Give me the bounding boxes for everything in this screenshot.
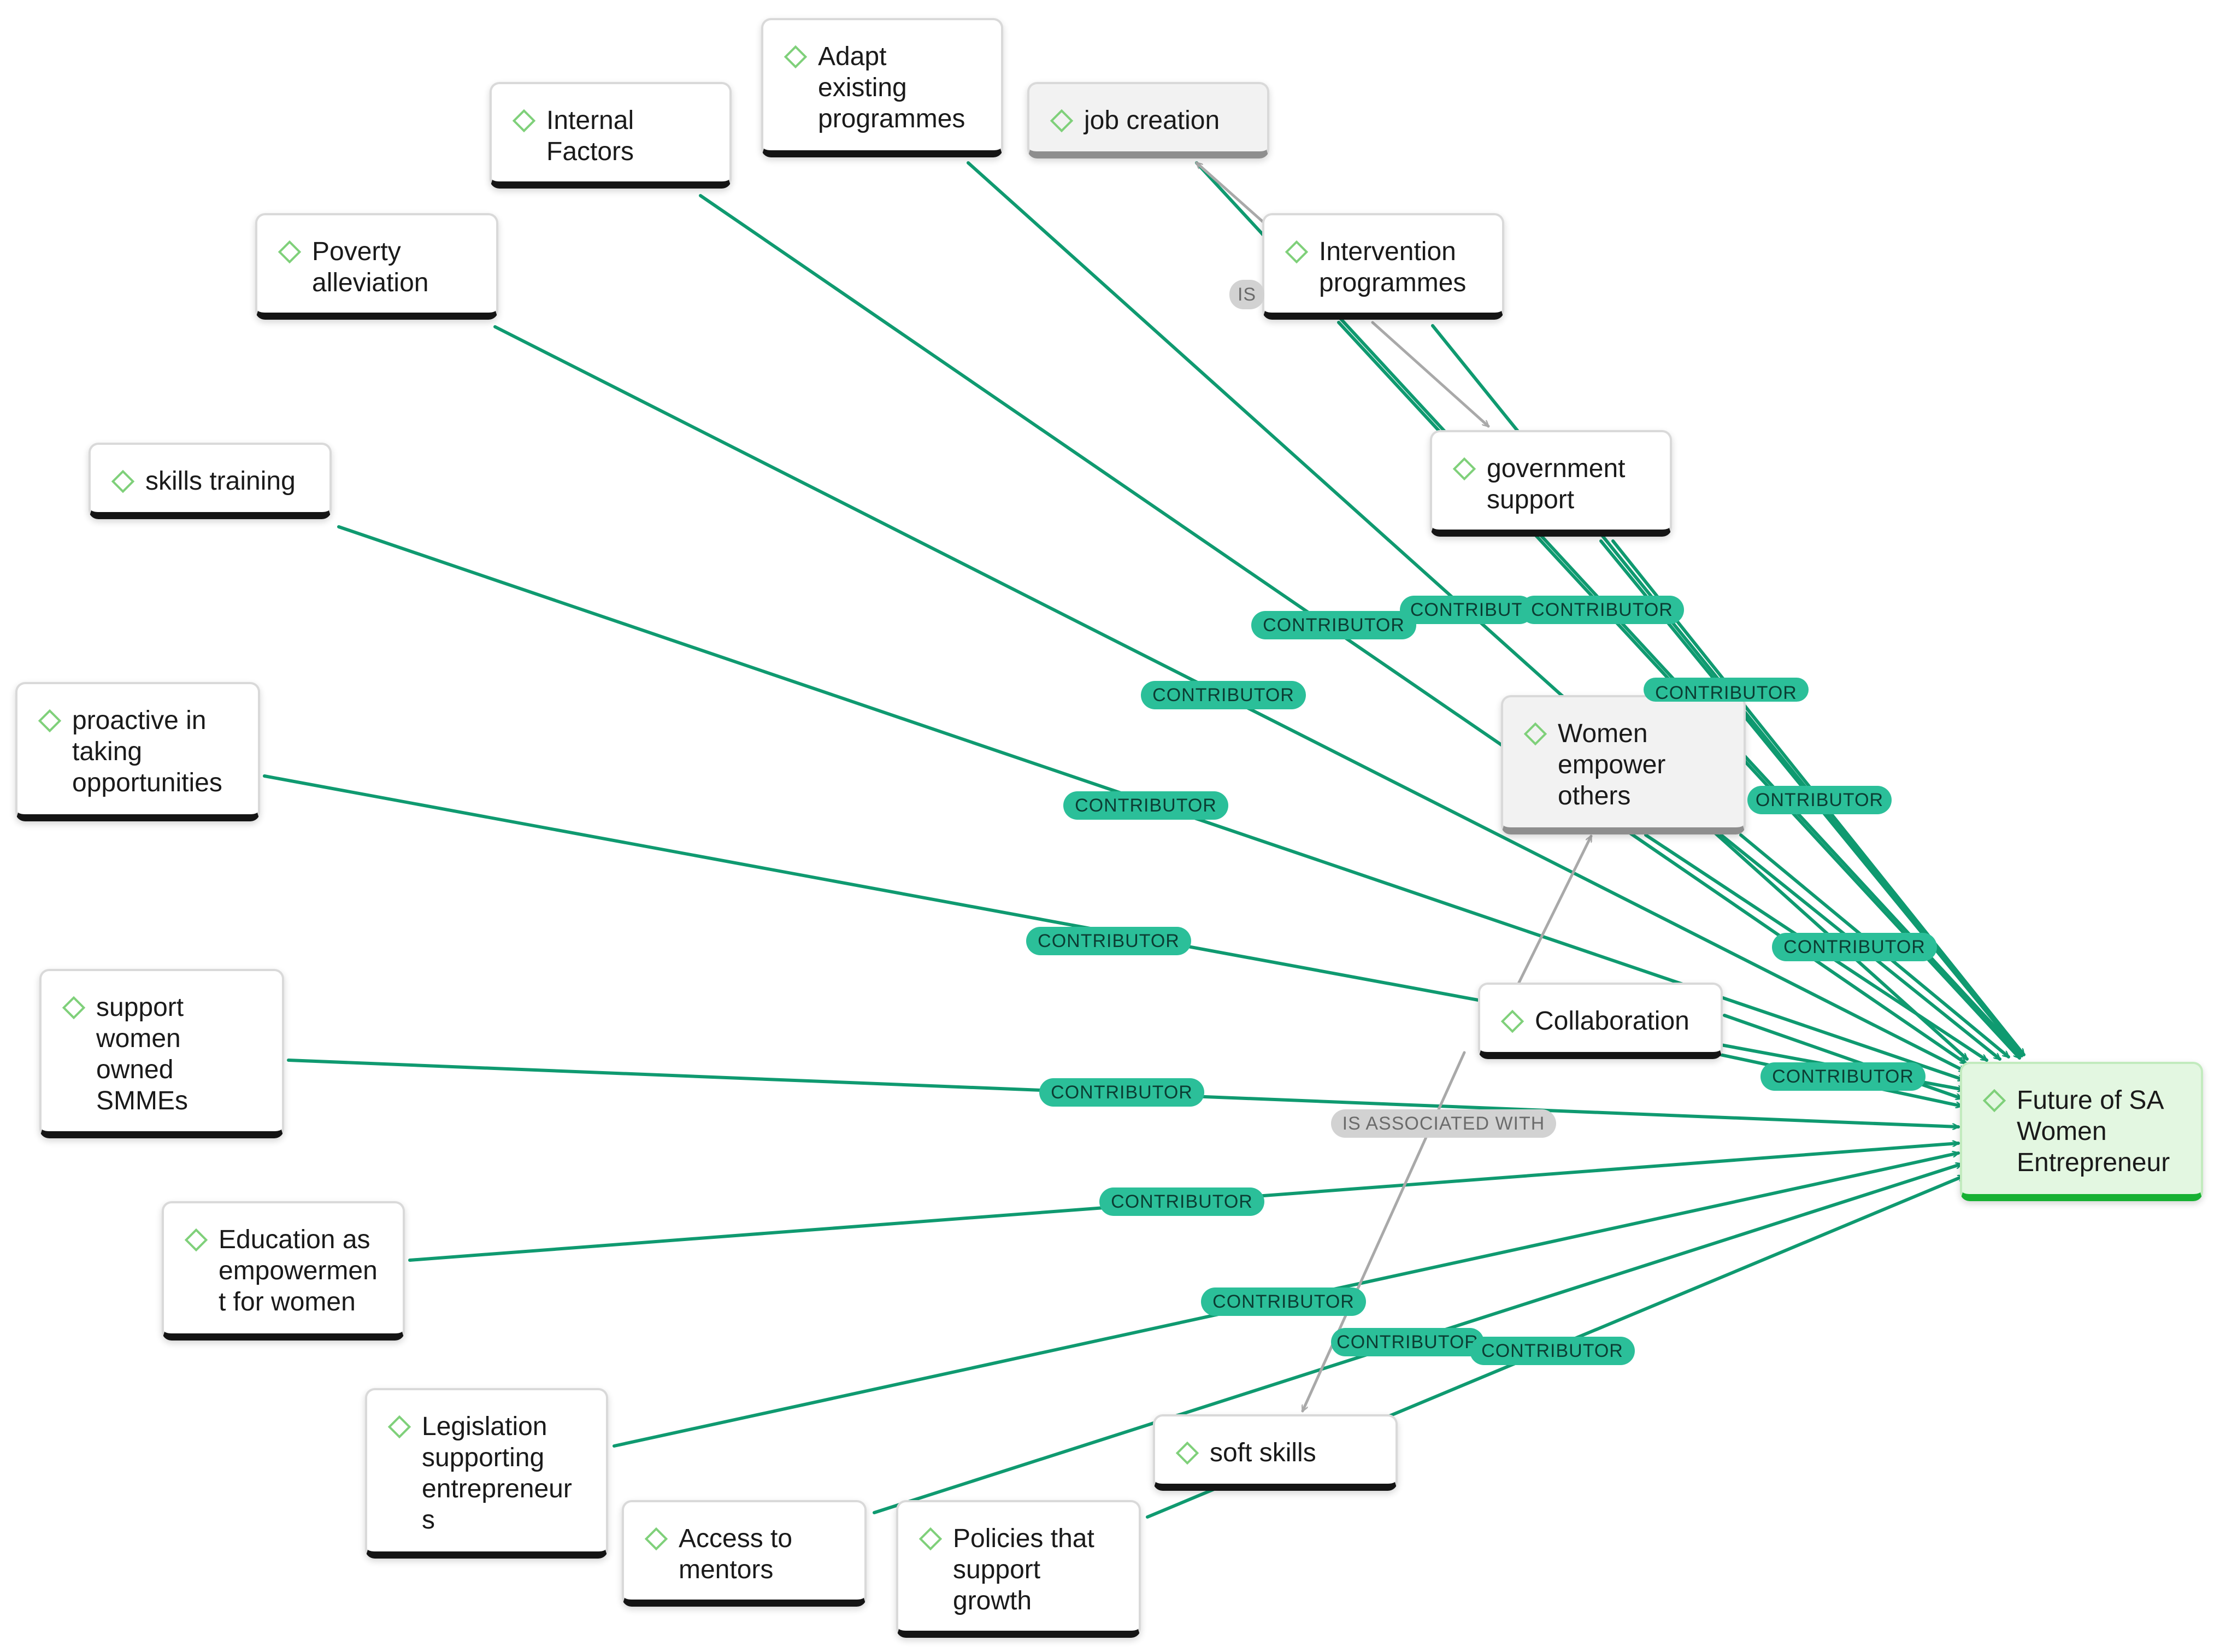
node-soft-skills[interactable]: soft skills <box>1153 1414 1398 1491</box>
node-collaboration[interactable]: Collaboration <box>1478 983 1723 1059</box>
edge-label-is-associated-with[interactable]: IS ASSOCIATED WITH <box>1331 1109 1556 1138</box>
diamond-icon <box>38 709 62 733</box>
node-internal-factors[interactable]: Internal Factors <box>490 82 732 189</box>
node-women-empower-others[interactable]: Women empower others <box>1501 695 1746 834</box>
node-legislation-supporting-entrepreneurs[interactable]: Legislation supporting entrepreneur s <box>365 1388 608 1559</box>
diamond-icon <box>184 1228 208 1252</box>
edge-label-contributor[interactable]: CONTRIBUTOR <box>1520 596 1684 624</box>
diamond-icon <box>512 109 536 133</box>
edge-label-contributor[interactable]: CONTRIBUTOR <box>1772 933 1937 961</box>
diamond-icon <box>62 996 86 1020</box>
node-poverty-alleviation[interactable]: Poverty alleviation <box>255 213 498 320</box>
edge-label-contributor[interactable]: CONTRIBUTOR <box>1099 1187 1264 1216</box>
edge-label-contributor-cut[interactable]: CONTRIBUTOR <box>1331 1328 1484 1356</box>
edge-label-contributor-left-cut[interactable]: ONTRIBUTOR <box>1747 786 1892 814</box>
diamond-icon <box>1175 1441 1199 1465</box>
diamond-icon <box>111 469 135 493</box>
node-government-support[interactable]: government support <box>1430 430 1672 537</box>
edge-label-contributor[interactable]: CONTRIBUTOR <box>1039 1078 1204 1107</box>
node-skills-training[interactable]: skills training <box>89 443 332 519</box>
node-adapt-existing-programmes[interactable]: Adapt existing programmes <box>761 18 1003 157</box>
diamond-icon <box>1982 1089 2006 1113</box>
edge-label-contributor-top-cut[interactable]: CONTRIBUTOR <box>1644 678 1809 702</box>
node-access-to-mentors[interactable]: Access to mentors <box>622 1500 867 1607</box>
edge-label-contributor[interactable]: CONTRIBUTOR <box>1201 1287 1366 1316</box>
node-proactive-in-taking-opportunities[interactable]: proactive in taking opportunities <box>15 682 260 821</box>
edge-label-contributor[interactable]: CONTRIBUTOR <box>1063 791 1228 820</box>
diamond-icon <box>1285 240 1309 264</box>
edge-label-is-truncated[interactable]: IS <box>1229 280 1264 309</box>
edge-label-contributor-truncated[interactable]: CONTRIBUT <box>1400 596 1534 624</box>
edge-label-contributor[interactable]: CONTRIBUTOR <box>1470 1337 1635 1365</box>
diamond-icon <box>1523 722 1547 746</box>
edge-collab-to-women <box>1516 836 1593 986</box>
diamond-icon <box>644 1527 668 1551</box>
diamond-icon <box>1050 109 1074 133</box>
edge-label-contributor[interactable]: CONTRIBUTOR <box>1251 611 1416 639</box>
diamond-icon <box>784 45 808 69</box>
node-support-women-owned-smmes[interactable]: support women owned SMMEs <box>39 969 284 1138</box>
node-intervention-programmes[interactable]: Intervention programmes <box>1262 213 1504 320</box>
diamond-icon <box>1452 457 1476 481</box>
edge-intervention-to-government <box>1371 321 1488 428</box>
edge-intervention-to-jobcreation <box>1197 161 1267 226</box>
node-job-creation[interactable]: job creation <box>1027 82 1269 158</box>
diamond-icon <box>1500 1009 1524 1033</box>
node-policies-that-support-growth[interactable]: Policies that support growth <box>896 1500 1141 1638</box>
edge-label-contributor[interactable]: CONTRIBUTOR <box>1141 681 1306 709</box>
diamond-icon <box>278 240 302 264</box>
diamond-icon <box>918 1527 943 1551</box>
node-education-as-empowerment[interactable]: Education as empowermen t for women <box>162 1201 405 1341</box>
edge-collab-to-softskills <box>1301 1051 1466 1411</box>
edge-label-contributor[interactable]: CONTRIBUTOR <box>1026 927 1191 955</box>
diamond-icon <box>387 1415 411 1439</box>
edge-label-contributor[interactable]: CONTRIBUTOR <box>1760 1062 1926 1091</box>
node-future-of-sa-women-entrepreneur[interactable]: Future of SA Women Entrepreneur <box>1960 1062 2203 1201</box>
